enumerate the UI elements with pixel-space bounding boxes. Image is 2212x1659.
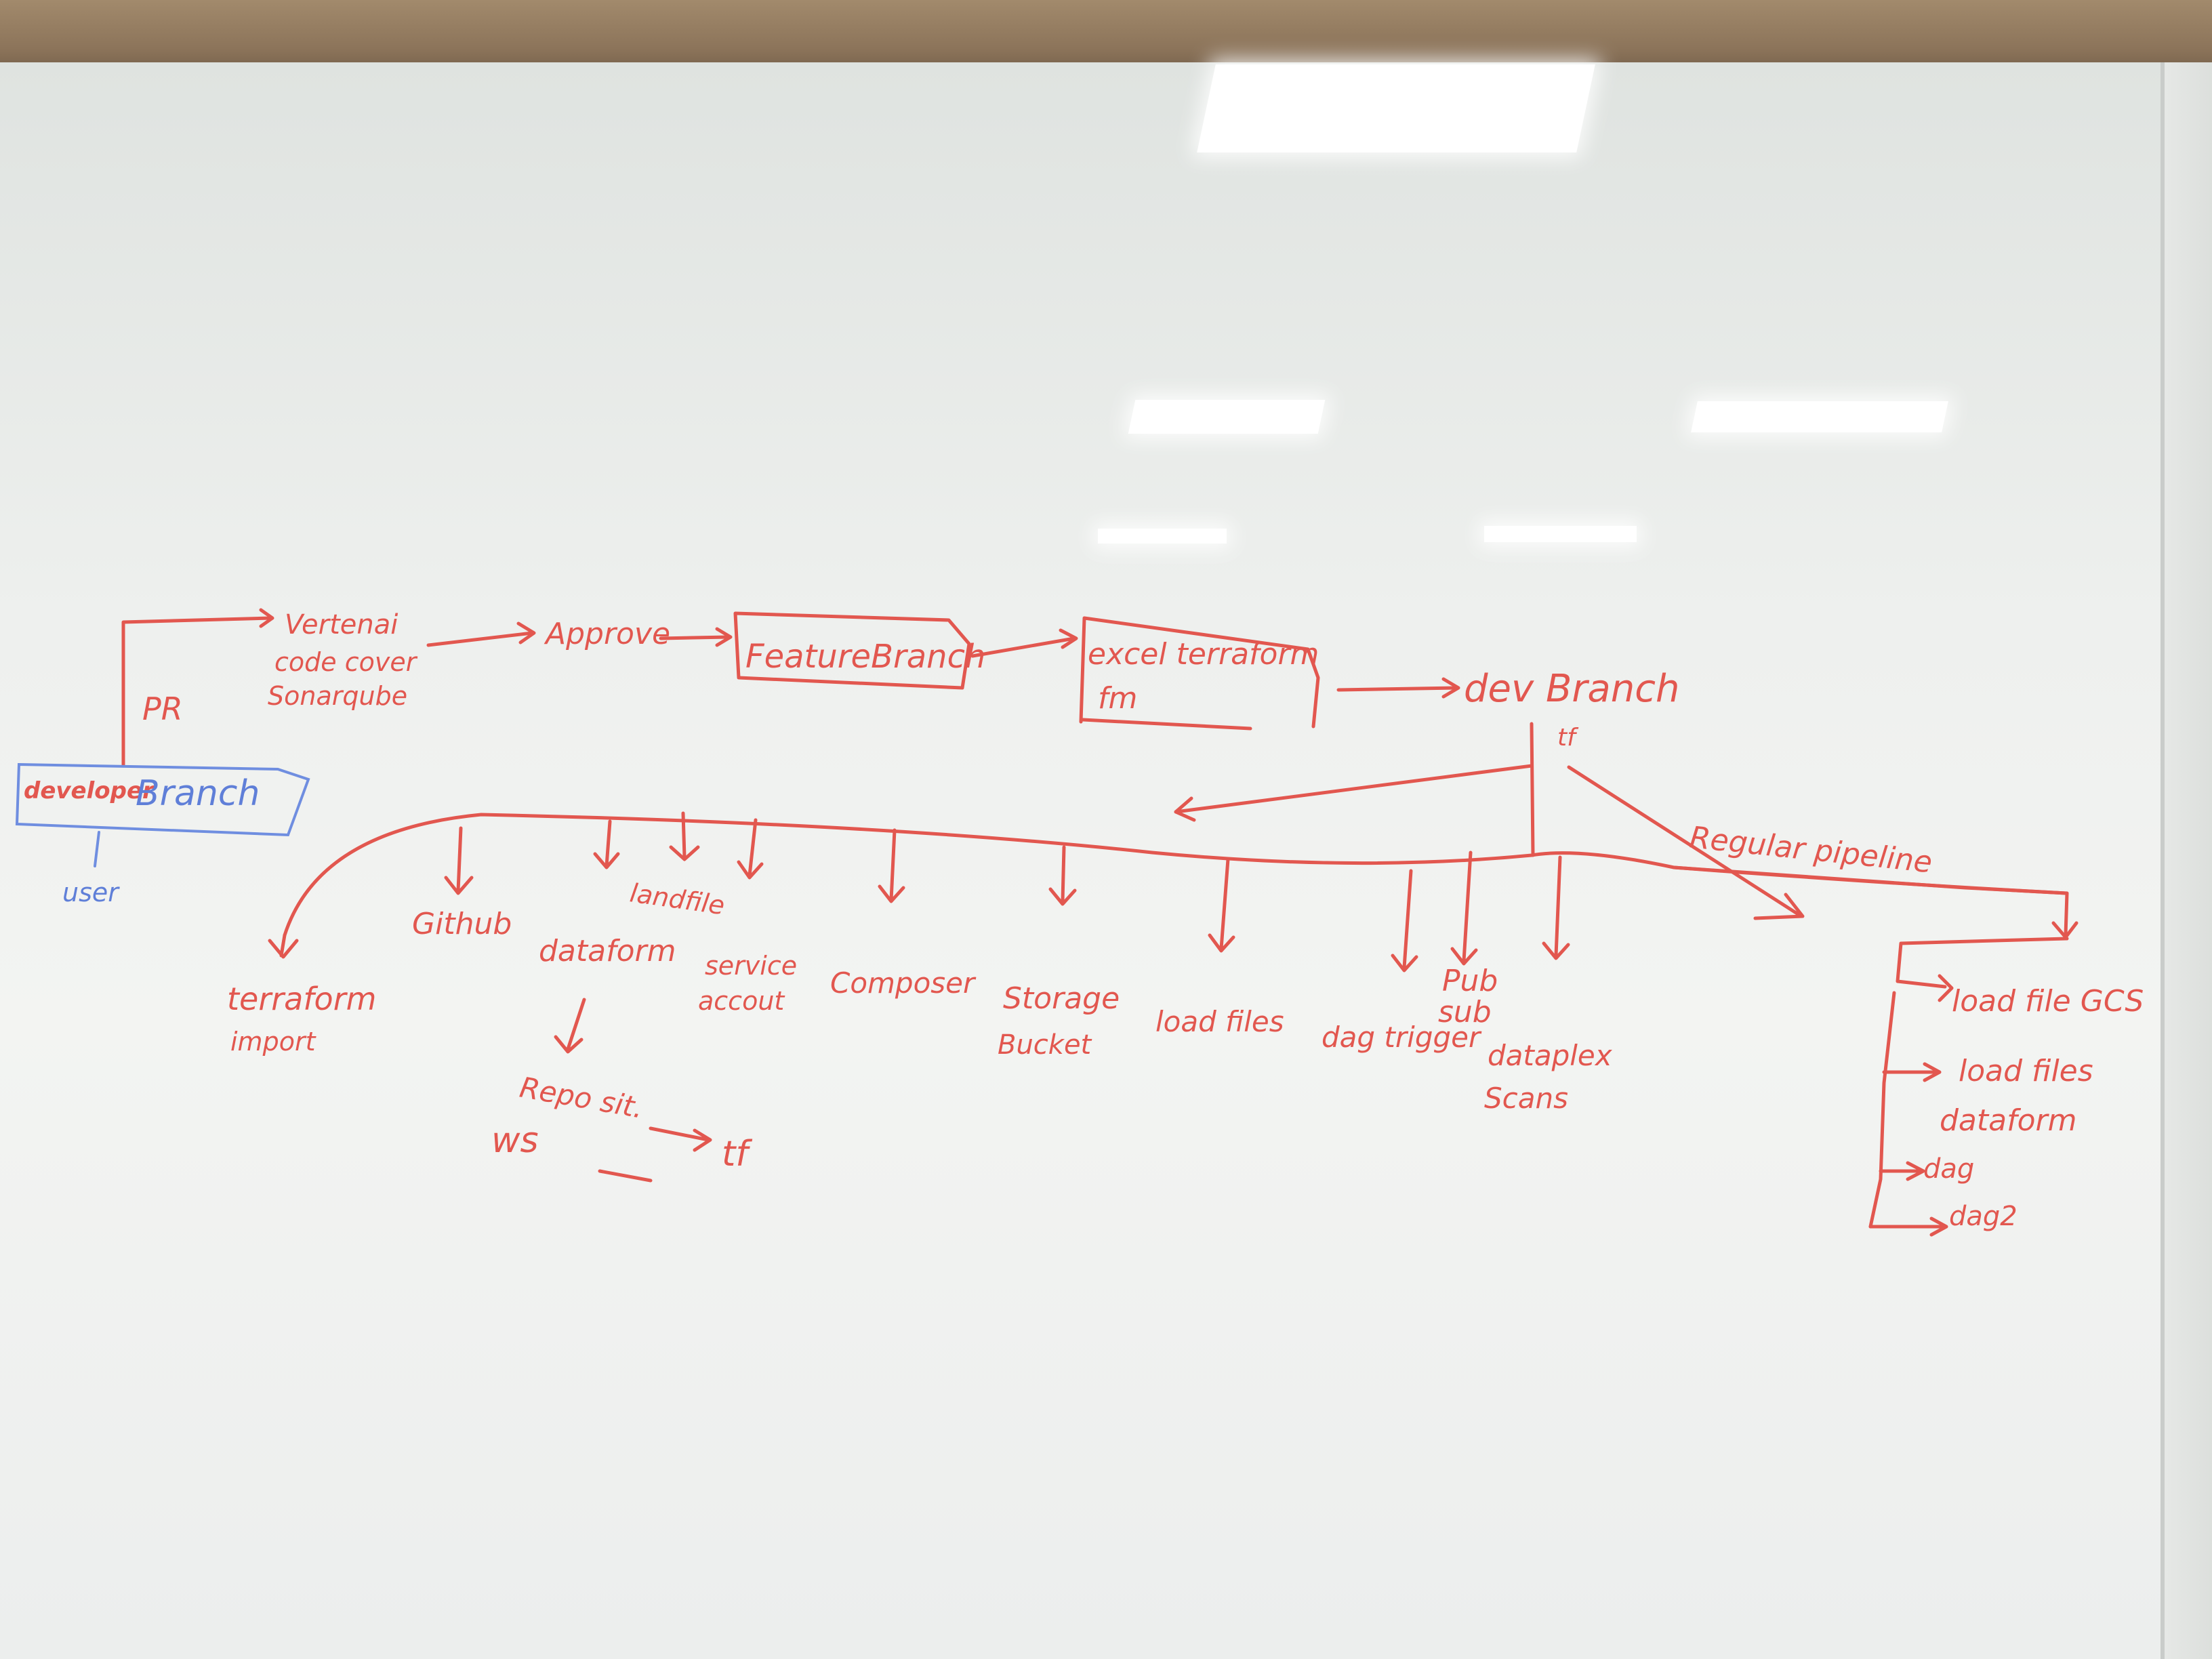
arrow-service xyxy=(737,818,764,880)
arrowhead xyxy=(715,627,733,647)
arrowhead xyxy=(516,621,536,644)
pr-arrowhead xyxy=(259,608,274,628)
arrow-storage xyxy=(1048,845,1077,906)
sub-label: sub xyxy=(1438,995,1492,1029)
developer-label: developer xyxy=(24,777,155,804)
dataform-label: dataform xyxy=(539,934,676,968)
whiteboard xyxy=(0,62,2212,1659)
arrow-dev-pipeline xyxy=(1567,765,1803,918)
excel-terraform-box xyxy=(1079,616,1320,731)
arrowhead xyxy=(1441,677,1460,699)
arrow-pubsub xyxy=(1450,851,1478,966)
repository-label: Repo sit. xyxy=(517,1071,646,1125)
arrow-load-files xyxy=(1208,857,1235,953)
pipeline-item-load-files: load files xyxy=(1959,1054,2093,1088)
dataplex-label: dataplex xyxy=(1488,1039,1613,1072)
arrow-checks-approve xyxy=(426,631,534,647)
dev-trunk xyxy=(1530,722,1535,857)
arrowhead xyxy=(1753,893,1805,920)
arrow-repo-tf xyxy=(649,1126,712,1152)
check-sonar: Sonarqube xyxy=(268,681,407,711)
arrow-feature-excel xyxy=(970,636,1076,658)
scans-label: Scans xyxy=(1484,1082,1568,1115)
pipeline-item-dataform: dataform xyxy=(1940,1103,2076,1138)
board-edge xyxy=(2160,62,2165,1659)
pipeline-tick xyxy=(1938,974,1954,1002)
fm-label: fm xyxy=(1098,681,1137,716)
arrow-github xyxy=(444,826,474,895)
approve-label: Approve xyxy=(544,617,670,651)
tf-label: tf xyxy=(722,1134,752,1174)
arrow-dev-back xyxy=(1174,764,1534,814)
accout-label: accout xyxy=(698,986,785,1016)
arrow-approve-feature xyxy=(659,635,731,640)
import-label: import xyxy=(230,1027,317,1057)
excel-terraform-label: excel terraform xyxy=(1088,637,1319,672)
check-code-cover: code cover xyxy=(274,647,418,677)
pipeline-branch xyxy=(1896,937,2069,989)
developer-branch-shape xyxy=(15,762,310,837)
arrow-dag-trigger xyxy=(1391,869,1418,972)
user-label: user xyxy=(62,878,120,907)
github-label: Github xyxy=(412,907,512,941)
ws-label: ws xyxy=(491,1120,539,1161)
dev-branch-label: dev Branch xyxy=(1464,667,1679,711)
arrow-dataform-repo xyxy=(554,998,586,1054)
storage-label: Storage xyxy=(1003,981,1120,1016)
pipeline-item-load-gcs: load file GCS xyxy=(1952,984,2144,1019)
pr-label: PR xyxy=(142,691,183,727)
arrow-terraform xyxy=(268,933,299,959)
branch-label: Branch xyxy=(136,773,260,814)
arrow-excel-dev xyxy=(1336,686,1459,692)
feature-branch-box xyxy=(733,611,971,690)
bucket-label: Bucket xyxy=(998,1029,1092,1061)
dag-trigger-label: dag trigger xyxy=(1322,1021,1482,1054)
arrowhead xyxy=(1174,796,1196,822)
ceiling-light-reflection xyxy=(1098,529,1227,544)
arrow-dataform xyxy=(593,819,620,869)
arrow-landfile xyxy=(669,811,700,861)
terraform-label: terraform xyxy=(227,981,376,1017)
service-label: service xyxy=(705,951,797,981)
pipeline-tick xyxy=(1882,1062,1942,1082)
pipeline-item-dag2: dag2 xyxy=(1949,1201,2018,1232)
ceiling-light-reflection xyxy=(1484,526,1637,542)
arrow-dataplex xyxy=(1542,855,1570,960)
board-side xyxy=(2165,62,2212,1659)
feature-branch-label: FeatureBranch xyxy=(745,638,985,676)
pipeline-top xyxy=(1672,865,2069,937)
check-vertex: Vertenai xyxy=(285,609,398,640)
pipeline-tick xyxy=(1879,1161,1925,1181)
line-ws xyxy=(598,1169,653,1183)
pipeline-tick xyxy=(1868,1216,1948,1237)
load-files-label: load files xyxy=(1155,1005,1284,1038)
arrow-composer xyxy=(878,828,905,903)
pipeline-item-dag: dag xyxy=(1923,1153,1974,1185)
dev-note: tf xyxy=(1557,724,1579,752)
user-connector xyxy=(94,831,100,867)
pipeline-spine xyxy=(1868,991,1896,1229)
pr-bracket xyxy=(121,616,273,768)
arrowhead xyxy=(1059,628,1078,649)
pub-label: Pub xyxy=(1442,964,1498,998)
composer-label: Composer xyxy=(830,966,977,1000)
landfile-label: landfile xyxy=(628,878,726,920)
